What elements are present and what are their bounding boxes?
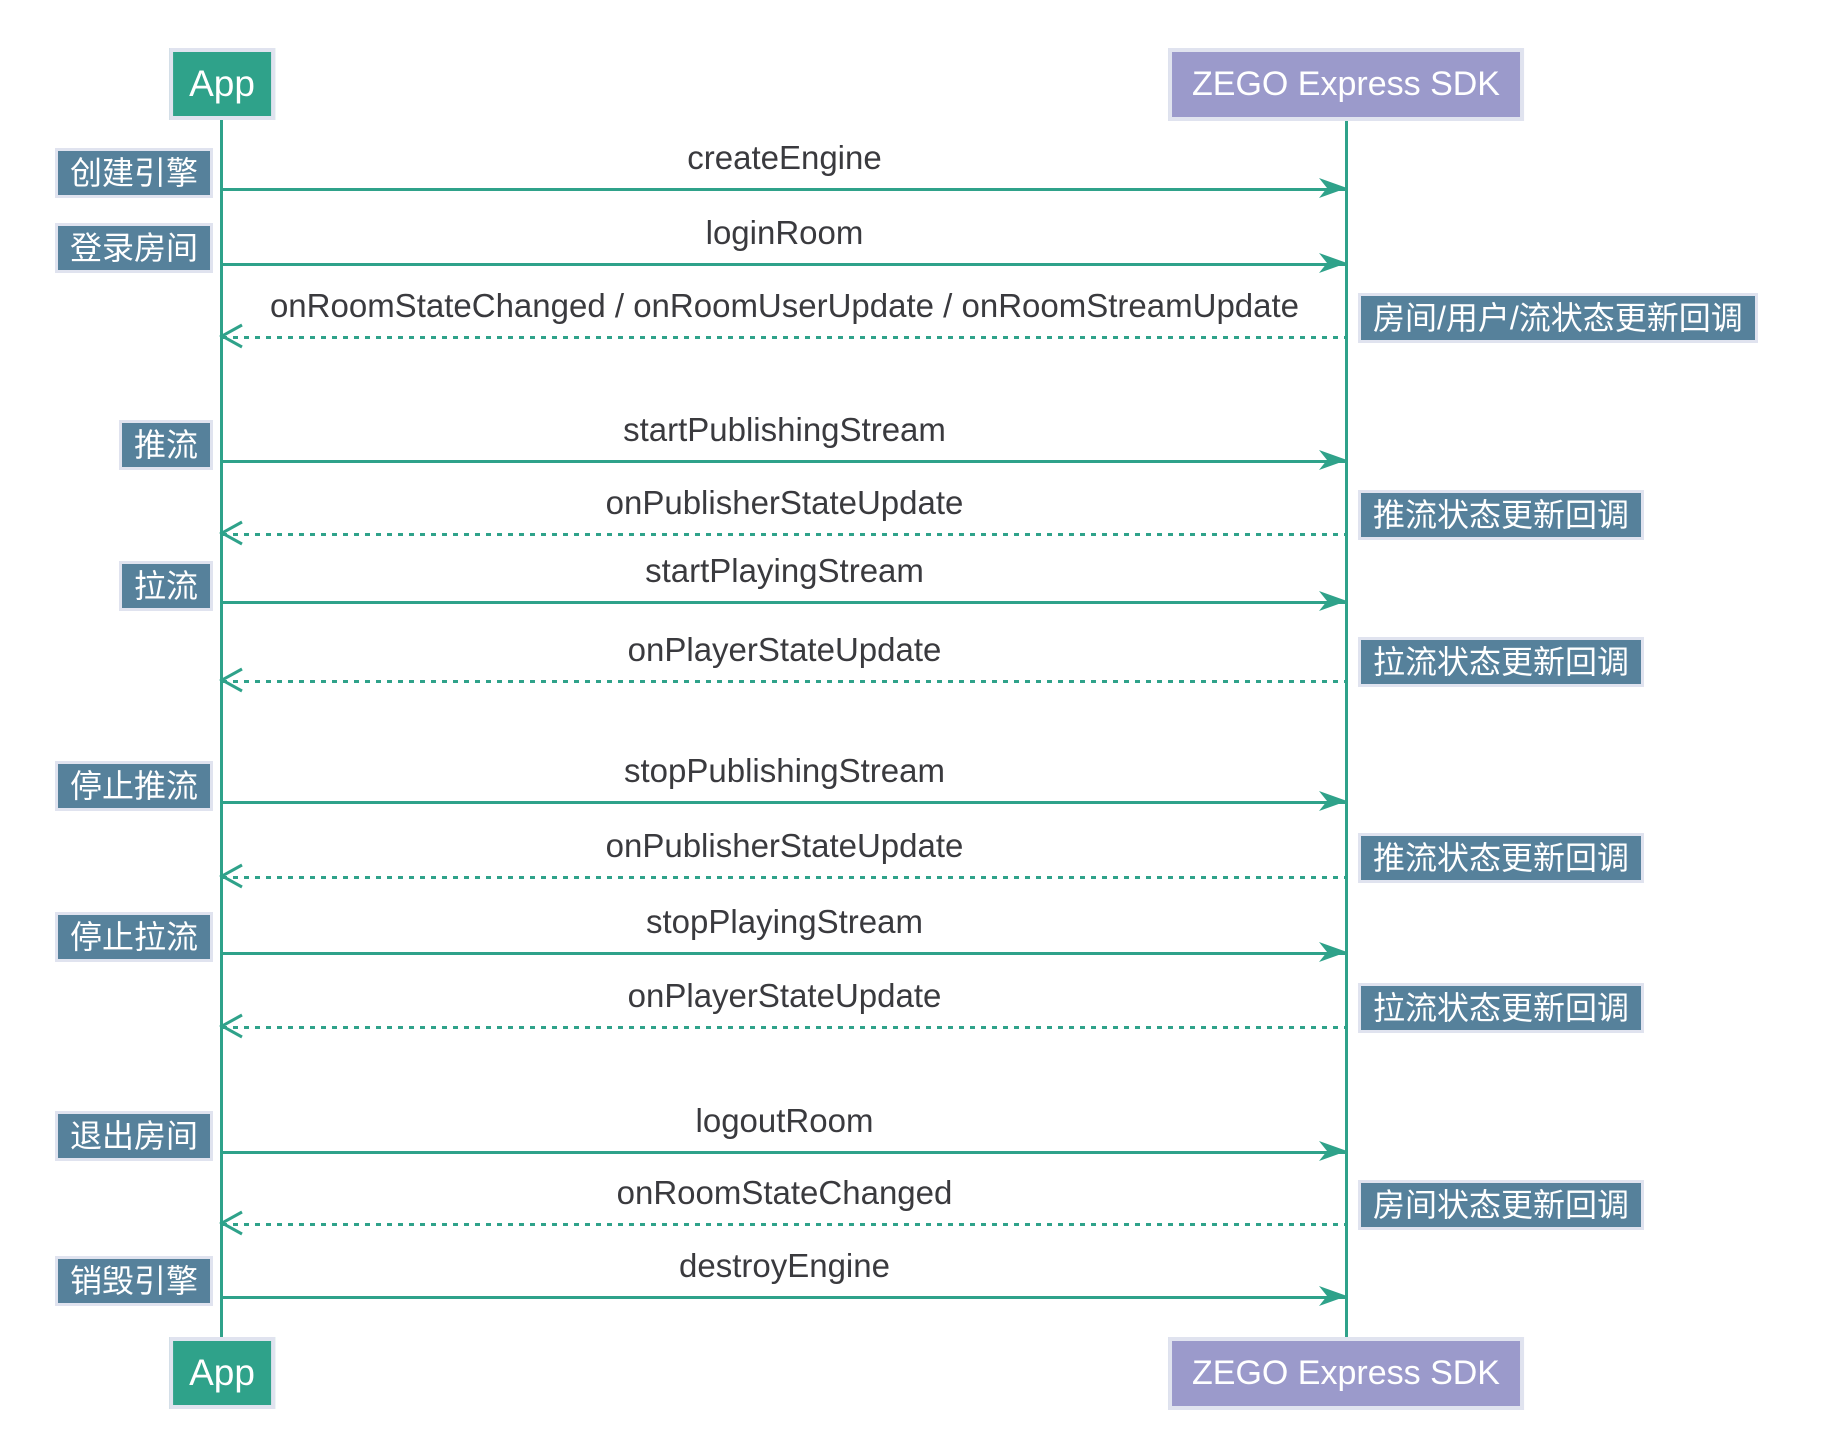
message-arrow — [219, 520, 1347, 546]
actor-sdk-top: ZEGO Express SDK — [1168, 48, 1524, 121]
message-side-label: 销毁引擎 — [54, 1256, 213, 1306]
arrowhead-left-icon — [219, 323, 243, 349]
arrowhead-left-icon — [219, 1210, 243, 1236]
message-label: startPlayingStream — [645, 552, 924, 589]
message-label: logoutRoom — [695, 1102, 874, 1139]
arrowhead-right-icon — [1319, 1286, 1347, 1306]
message-label: onPublisherStateUpdate — [605, 484, 964, 521]
message-arrow — [219, 323, 1347, 349]
message-side-label: 停止推流 — [54, 761, 213, 811]
message-arrow — [222, 253, 1347, 273]
lifeline-app — [220, 116, 223, 1338]
message-label: onRoomStateChanged / onRoomUserUpdate / … — [269, 287, 1300, 324]
message-arrow — [219, 1210, 1347, 1236]
message-side-label: 拉流状态更新回调 — [1358, 637, 1645, 687]
message-arrow — [222, 591, 1347, 611]
message-side-label: 推流状态更新回调 — [1358, 490, 1645, 540]
message-arrow — [222, 1141, 1347, 1161]
arrowhead-right-icon — [1319, 1141, 1347, 1161]
arrowhead-right-icon — [1319, 178, 1347, 198]
message-label: onRoomStateChanged — [616, 1174, 953, 1211]
message-side-label: 房间/用户/流状态更新回调 — [1358, 293, 1758, 343]
message-side-label: 房间状态更新回调 — [1358, 1180, 1645, 1230]
message-arrow — [222, 791, 1347, 811]
message-arrow — [222, 450, 1347, 470]
message-label: onPlayerStateUpdate — [627, 977, 942, 1014]
message-label: onPublisherStateUpdate — [605, 827, 964, 864]
message-arrow — [219, 1013, 1347, 1039]
arrowhead-left-icon — [219, 667, 243, 693]
arrowhead-left-icon — [219, 520, 243, 546]
message-label: startPublishingStream — [623, 411, 946, 448]
message-label: loginRoom — [705, 214, 864, 251]
message-arrow — [222, 1286, 1347, 1306]
message-label: onPlayerStateUpdate — [627, 631, 942, 668]
actor-app-top: App — [169, 48, 275, 121]
arrowhead-left-icon — [219, 1013, 243, 1039]
message-side-label: 拉流状态更新回调 — [1358, 983, 1645, 1033]
message-side-label: 停止拉流 — [54, 912, 213, 962]
message-arrow — [222, 942, 1347, 962]
arrowhead-right-icon — [1319, 450, 1347, 470]
message-label: stopPublishingStream — [623, 752, 945, 789]
arrowhead-right-icon — [1319, 791, 1347, 811]
message-arrow — [219, 667, 1347, 693]
message-arrow — [222, 178, 1347, 198]
arrowhead-right-icon — [1319, 591, 1347, 611]
message-side-label: 登录房间 — [54, 223, 213, 273]
message-label: createEngine — [687, 139, 882, 176]
message-side-label: 推流状态更新回调 — [1358, 833, 1645, 883]
message-side-label: 退出房间 — [54, 1111, 213, 1161]
message-arrow — [219, 863, 1347, 889]
message-side-label: 推流 — [118, 420, 213, 470]
lifeline-sdk — [1345, 116, 1348, 1338]
actor-sdk-bottom: ZEGO Express SDK — [1168, 1337, 1524, 1410]
actor-app-bottom: App — [169, 1337, 275, 1410]
message-label: stopPlayingStream — [646, 903, 923, 940]
arrowhead-right-icon — [1319, 942, 1347, 962]
arrowhead-left-icon — [219, 863, 243, 889]
message-side-label: 拉流 — [118, 561, 213, 611]
message-label: destroyEngine — [679, 1247, 890, 1284]
arrowhead-right-icon — [1319, 253, 1347, 273]
message-side-label: 创建引擎 — [54, 148, 213, 198]
